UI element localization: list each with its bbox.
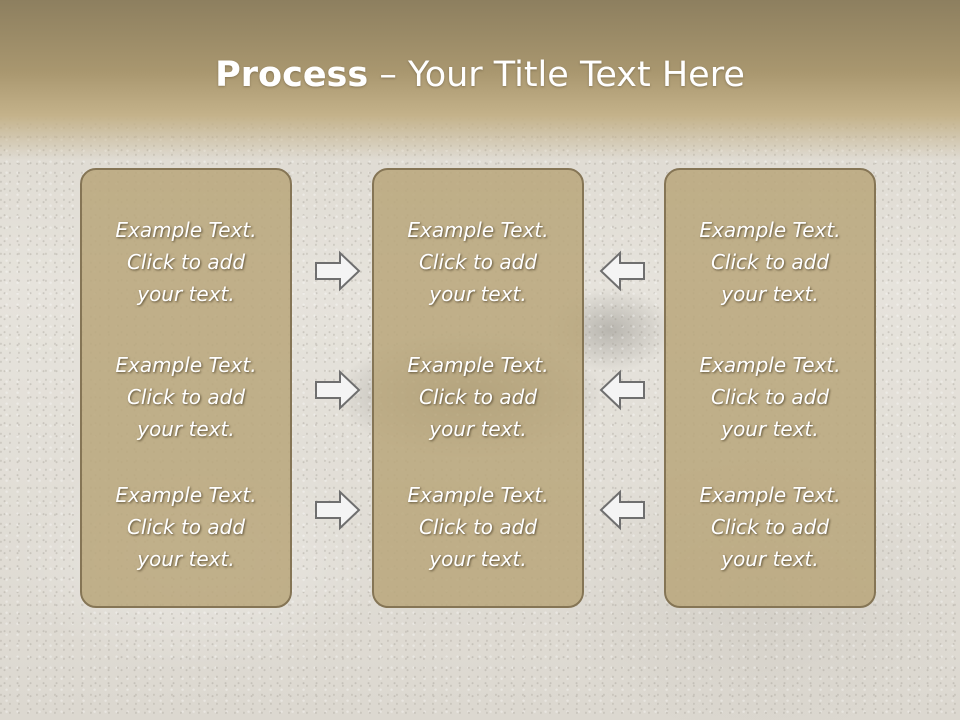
text-line: Click to add [710, 250, 830, 274]
title-bold: Process [215, 55, 369, 95]
text-block[interactable]: Example Text. Click to add your text. [82, 214, 290, 310]
left-arrow-icon [599, 489, 645, 531]
title-band [0, 0, 960, 160]
text-block[interactable]: Example Text. Click to add your text. [374, 214, 582, 310]
text-block[interactable]: Example Text. Click to add your text. [666, 479, 874, 575]
left-arrow-icon [599, 369, 645, 411]
text-line: your text. [429, 547, 527, 571]
text-line: Click to add [126, 515, 246, 539]
text-line: Example Text. [115, 353, 257, 377]
text-line: your text. [429, 417, 527, 441]
text-line: Click to add [126, 385, 246, 409]
text-block[interactable]: Example Text. Click to add your text. [374, 349, 582, 445]
text-line: your text. [137, 282, 235, 306]
text-block[interactable]: Example Text. Click to add your text. [82, 479, 290, 575]
text-block[interactable]: Example Text. Click to add your text. [374, 479, 582, 575]
text-line: your text. [429, 282, 527, 306]
text-line: Example Text. [699, 218, 841, 242]
text-line: your text. [137, 547, 235, 571]
text-block[interactable]: Example Text. Click to add your text. [666, 349, 874, 445]
text-line: Example Text. [407, 218, 549, 242]
right-arrow-icon [315, 489, 361, 531]
right-arrow-icon [315, 369, 361, 411]
text-line: Example Text. [699, 483, 841, 507]
text-line: Example Text. [407, 353, 549, 377]
text-line: Example Text. [115, 483, 257, 507]
title-rest: – Your Title Text Here [368, 55, 745, 95]
text-line: Click to add [418, 250, 538, 274]
text-line: your text. [721, 282, 819, 306]
text-line: Example Text. [407, 483, 549, 507]
text-line: your text. [721, 547, 819, 571]
text-line: your text. [137, 417, 235, 441]
left-panel[interactable]: Example Text. Click to add your text. Ex… [80, 168, 292, 608]
text-line: Example Text. [115, 218, 257, 242]
text-line: Click to add [710, 515, 830, 539]
right-arrow-icon [315, 250, 361, 292]
text-line: your text. [721, 417, 819, 441]
left-arrow-icon [599, 250, 645, 292]
text-line: Click to add [418, 515, 538, 539]
text-line: Click to add [710, 385, 830, 409]
right-panel[interactable]: Example Text. Click to add your text. Ex… [664, 168, 876, 608]
center-panel[interactable]: Example Text. Click to add your text. Ex… [372, 168, 584, 608]
text-block[interactable]: Example Text. Click to add your text. [666, 214, 874, 310]
text-line: Click to add [126, 250, 246, 274]
text-block[interactable]: Example Text. Click to add your text. [82, 349, 290, 445]
text-line: Click to add [418, 385, 538, 409]
slide-title[interactable]: Process – Your Title Text Here [0, 52, 960, 98]
text-line: Example Text. [699, 353, 841, 377]
